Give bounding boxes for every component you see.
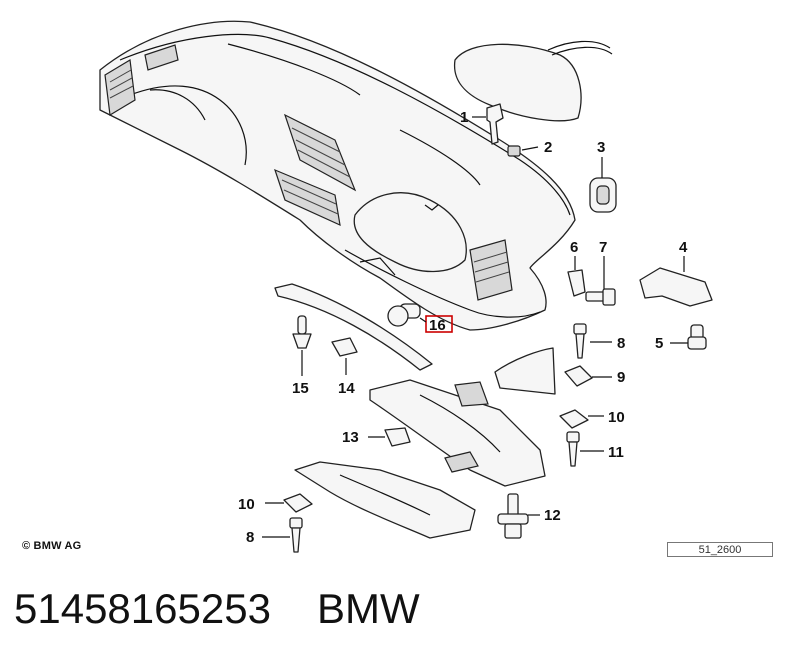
leader-lines <box>262 116 688 538</box>
callout-6: 6 <box>570 239 578 256</box>
airbag-cover <box>453 40 613 122</box>
part-6-clip <box>567 269 586 297</box>
part-1-clip <box>486 103 504 145</box>
callout-16: 16 <box>429 317 446 334</box>
trim-piece <box>494 347 556 395</box>
lower-panel-lower <box>294 461 476 539</box>
part-15-pin <box>292 315 312 349</box>
brand-name: BMW <box>316 585 420 632</box>
part-14-clip <box>331 337 358 357</box>
callout-1: 1 <box>460 109 468 126</box>
callout-2: 2 <box>544 139 552 156</box>
part-number: 51458165253 <box>14 585 271 632</box>
part-16-stopper <box>387 303 421 327</box>
parts-diagram: 1 2 3 4 5 6 7 8 9 10 11 12 13 14 15 16 1… <box>99 20 713 553</box>
part-8-screw-left <box>289 517 303 553</box>
lower-panel-upper <box>369 379 546 487</box>
callout-11: 11 <box>608 444 624 461</box>
part-5-plug <box>687 324 707 350</box>
part-10-nut-left <box>283 493 313 513</box>
part-2-clip <box>507 145 521 157</box>
dashboard-illustration <box>99 20 576 331</box>
part-8-screw <box>573 323 587 359</box>
callout-14: 14 <box>338 380 355 397</box>
callout-3: 3 <box>597 139 605 156</box>
part-11-screw <box>566 431 580 467</box>
callout-5: 5 <box>655 335 663 352</box>
callout-10: 10 <box>608 409 625 426</box>
trim-strip <box>274 283 433 371</box>
callout-13: 13 <box>342 429 359 446</box>
callout-labels: 1 2 3 4 5 6 7 8 9 10 11 12 13 14 15 16 1… <box>238 109 688 546</box>
callout-4: 4 <box>679 239 688 256</box>
part-9-nut <box>564 365 593 387</box>
callout-7: 7 <box>599 239 607 256</box>
part-10-nut <box>559 409 589 429</box>
part-13-clip <box>384 427 411 447</box>
part-12-bolt <box>497 493 529 539</box>
callout-15: 15 <box>292 380 309 397</box>
part-3-grommet <box>589 177 617 213</box>
callout-10-left: 10 <box>238 496 255 513</box>
copyright-notice: © BMW AG <box>22 540 82 552</box>
part-4-bracket <box>639 267 713 307</box>
callout-12: 12 <box>544 507 561 524</box>
callout-9: 9 <box>617 369 625 386</box>
callout-8: 8 <box>617 335 625 352</box>
callout-8-left: 8 <box>246 529 254 546</box>
diagram-reference-number: 51_2600 <box>667 542 773 557</box>
callout-16-highlight-box <box>425 315 453 333</box>
part-caption: 51458165253 BMW <box>14 585 466 633</box>
part-7-bolt <box>585 288 616 306</box>
